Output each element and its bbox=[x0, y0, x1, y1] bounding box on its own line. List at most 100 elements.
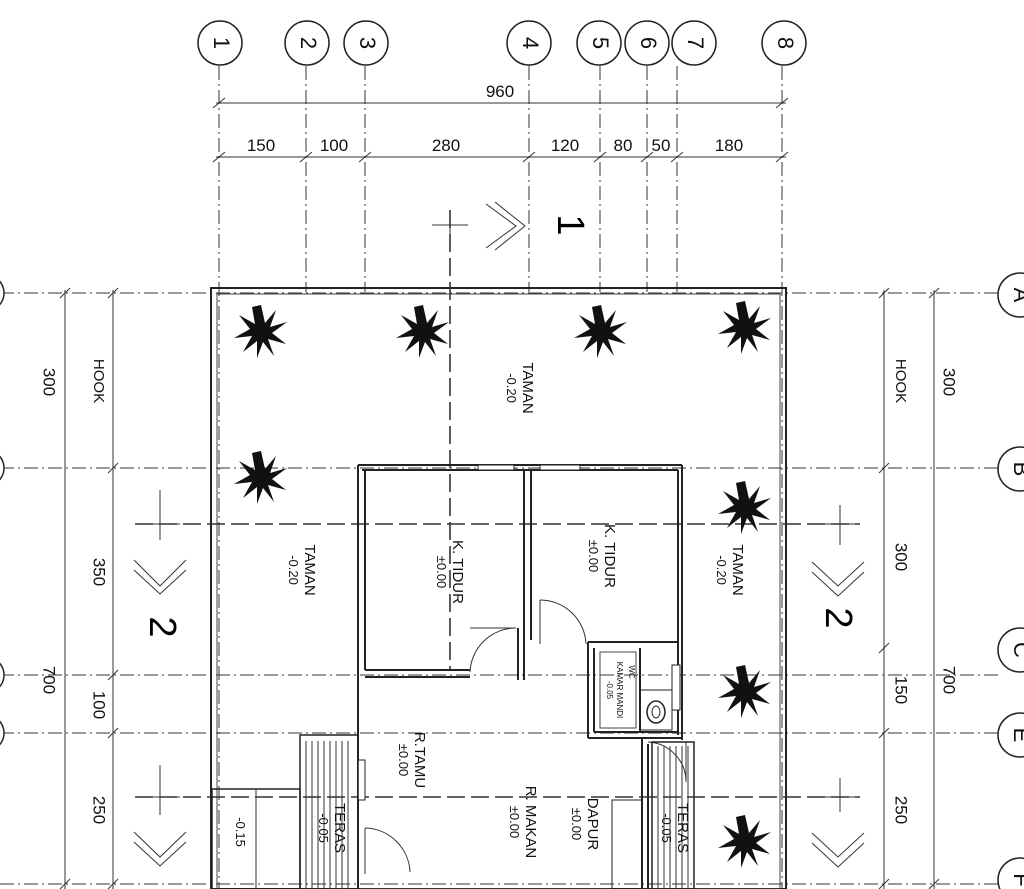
grid-bubble-8: 8 bbox=[761, 20, 807, 66]
svg-text:TERAS: TERAS bbox=[674, 803, 691, 853]
dim-left-seg-4: 250 bbox=[90, 796, 109, 824]
dim-right-hook-seg: 300 bbox=[940, 368, 959, 396]
section-label-2-left: 2 bbox=[141, 616, 183, 637]
section-label-2-right: 2 bbox=[817, 607, 859, 628]
tree-icon bbox=[718, 481, 771, 534]
grid-bubble-3: 3 bbox=[343, 20, 389, 66]
dim-right-seg-3: 150 bbox=[892, 676, 911, 704]
teras-steps-right bbox=[611, 741, 695, 889]
left-dimensions: 300 HOOK 350 100 250 700 bbox=[40, 287, 119, 889]
svg-text:-0.05: -0.05 bbox=[316, 813, 331, 843]
dim-right-seg-4: 250 bbox=[892, 796, 911, 824]
tree-icon bbox=[234, 305, 287, 358]
room-teras-left: TERAS -0.05 bbox=[316, 803, 348, 853]
svg-text:TAMAN: TAMAN bbox=[519, 362, 536, 413]
svg-text:-0.20: -0.20 bbox=[504, 373, 519, 403]
grid-bubble-a: A bbox=[997, 272, 1024, 318]
grid-bubble-left-a bbox=[0, 280, 5, 306]
room-taman-left: TAMAN -0.20 bbox=[286, 544, 318, 595]
section-marker-1: 1 bbox=[432, 201, 591, 251]
teras-steps-left bbox=[211, 734, 359, 889]
toilet-fixture bbox=[599, 651, 673, 731]
svg-text:±0.00: ±0.00 bbox=[586, 540, 601, 572]
dim-left-seg-2: 350 bbox=[90, 558, 109, 586]
svg-text:DAPUR: DAPUR bbox=[584, 798, 601, 851]
svg-text:R. MAKAN: R. MAKAN bbox=[522, 786, 539, 859]
grid-bubble-c: C bbox=[997, 627, 1024, 673]
dim-right-seg-2: 300 bbox=[892, 543, 911, 571]
svg-text:TAMAN: TAMAN bbox=[729, 544, 746, 595]
grid-bubble-left-b bbox=[0, 455, 5, 481]
dim-seg-5: 80 bbox=[614, 136, 633, 155]
grid-bubble-2: 2 bbox=[284, 20, 330, 66]
svg-text:-0.20: -0.20 bbox=[714, 555, 729, 585]
svg-text:±0.00: ±0.00 bbox=[507, 806, 522, 838]
dim-seg-2: 100 bbox=[320, 136, 348, 155]
room-carport-level: -0.15 bbox=[233, 817, 248, 847]
grid-bubble-e: E bbox=[997, 712, 1024, 758]
room-dapur: DAPUR ±0.00 bbox=[569, 798, 601, 851]
svg-text:±0.00: ±0.00 bbox=[396, 744, 411, 776]
svg-text:C: C bbox=[1009, 642, 1024, 658]
tree-icon bbox=[718, 301, 771, 354]
tree-icon bbox=[234, 451, 287, 504]
room-r-tamu: R.TAMU ±0.00 bbox=[396, 732, 428, 788]
grid-bubble-7: 7 bbox=[671, 20, 717, 66]
dim-left-hook-seg: 300 bbox=[40, 368, 59, 396]
grid-bubble-left-e bbox=[0, 720, 5, 746]
svg-text:A: A bbox=[1009, 288, 1024, 303]
grid-row-lines bbox=[0, 292, 1000, 885]
dim-seg-1: 150 bbox=[247, 136, 275, 155]
dim-seg-6: 50 bbox=[652, 136, 671, 155]
top-dimensions: 960 150 100 280 120 80 50 180 bbox=[212, 82, 789, 163]
grid-bubble-f: F bbox=[997, 857, 1024, 889]
svg-text:F: F bbox=[1009, 873, 1024, 886]
room-k-tidur-2: K. TIDUR ±0.00 bbox=[586, 524, 618, 588]
room-k-tidur-1: K. TIDUR ±0.00 bbox=[434, 540, 466, 604]
section-marker-2-left: 2 bbox=[133, 490, 187, 867]
svg-text:6: 6 bbox=[636, 37, 661, 49]
grid-bubble-6: 6 bbox=[624, 20, 670, 66]
dim-seg-7: 180 bbox=[715, 136, 743, 155]
tree-icon bbox=[718, 815, 771, 868]
room-labels: TAMAN -0.20 TAMAN -0.20 TAMAN -0.20 K. T… bbox=[233, 362, 746, 858]
svg-text:2: 2 bbox=[296, 37, 321, 49]
svg-text:5: 5 bbox=[588, 37, 613, 49]
room-r-makan: R. MAKAN ±0.00 bbox=[507, 786, 539, 859]
svg-text:R.TAMU: R.TAMU bbox=[411, 732, 428, 788]
section-label-1: 1 bbox=[549, 214, 591, 235]
right-dimensions: HOOK 300 300 150 250 700 bbox=[878, 287, 959, 889]
svg-text:±0.00: ±0.00 bbox=[434, 556, 449, 588]
tree-icon bbox=[574, 305, 627, 358]
grid-column-lines bbox=[218, 66, 783, 889]
svg-text:-0.15: -0.15 bbox=[233, 817, 248, 847]
room-teras-right: TERAS -0.05 bbox=[659, 803, 691, 853]
tree-icon bbox=[396, 305, 449, 358]
svg-text:4: 4 bbox=[518, 37, 543, 49]
room-wc: WC bbox=[627, 665, 636, 679]
section-marker-2-right: 2 bbox=[811, 505, 865, 868]
dim-left-total: 700 bbox=[40, 666, 59, 694]
dim-right-total: 700 bbox=[940, 666, 959, 694]
grid-column-bubbles: 1 2 3 4 5 6 7 8 bbox=[197, 20, 807, 66]
svg-text:TAMAN: TAMAN bbox=[301, 544, 318, 595]
grid-bubble-left-c bbox=[0, 662, 5, 688]
site-boundary bbox=[210, 287, 787, 889]
svg-text:-0.05: -0.05 bbox=[659, 813, 674, 843]
grid-bubble-b: B bbox=[997, 446, 1024, 492]
svg-text:KAMAR MANDI: KAMAR MANDI bbox=[615, 662, 624, 718]
svg-text:-0.05: -0.05 bbox=[605, 681, 614, 700]
svg-text:TERAS: TERAS bbox=[331, 803, 348, 853]
dim-seg-3: 280 bbox=[432, 136, 460, 155]
tree-icon bbox=[718, 665, 771, 718]
svg-text:8: 8 bbox=[773, 37, 798, 49]
grid-bubble-4: 4 bbox=[506, 20, 552, 66]
dim-right-hook: HOOK bbox=[892, 359, 909, 403]
svg-text:B: B bbox=[1009, 462, 1024, 477]
dim-left-hook: HOOK bbox=[90, 359, 107, 403]
dim-total-top: 960 bbox=[486, 82, 514, 101]
room-taman-top: TAMAN -0.20 bbox=[504, 362, 536, 413]
dim-seg-4: 120 bbox=[551, 136, 579, 155]
room-taman-right: TAMAN -0.20 bbox=[714, 544, 746, 595]
